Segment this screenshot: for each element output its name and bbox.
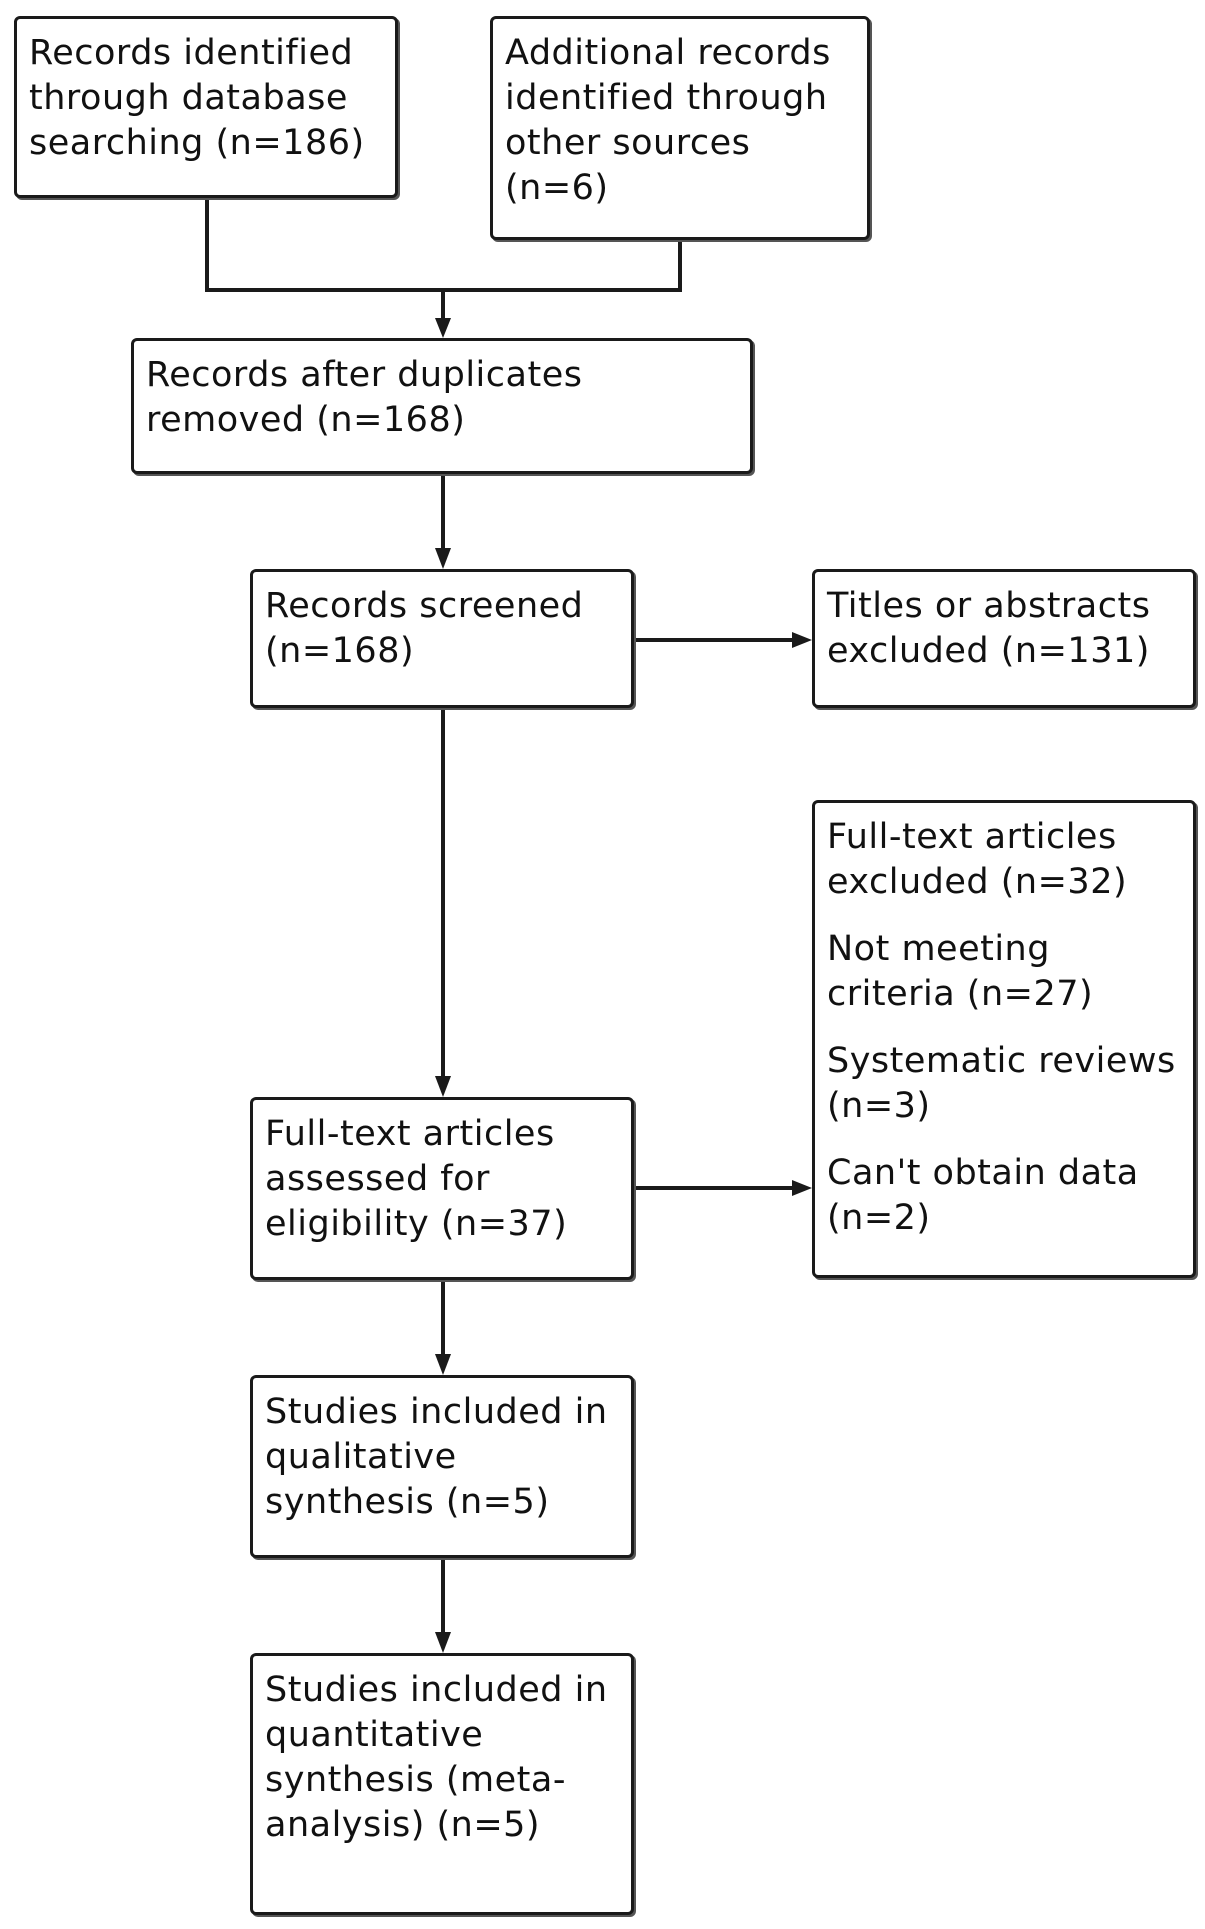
titles-abstracts-excluded-box: Titles or abstracts excluded (n=131) bbox=[812, 569, 1196, 708]
qualitative-synthesis-box: Studies included in qualitative synthesi… bbox=[250, 1375, 634, 1558]
fulltext-assessed-text: Full-text articles assessed for eligibil… bbox=[265, 1114, 568, 1244]
exclusion-reason-cant-obtain-data: Can't obtain data (n=2) bbox=[827, 1153, 1139, 1238]
additional-records-text: Additional records identified through ot… bbox=[505, 33, 831, 208]
arrowhead-to-fulltext-excluded bbox=[792, 1180, 812, 1196]
fulltext-excluded-box: Full-text articles excluded (n=32) Not m… bbox=[812, 800, 1196, 1278]
records-identified-database-box: Records identified through database sear… bbox=[14, 16, 398, 198]
records-after-duplicates-box: Records after duplicates removed (n=168) bbox=[131, 338, 753, 474]
arrowhead-to-excluded bbox=[792, 632, 812, 648]
arrowhead-to-fulltext bbox=[435, 1076, 451, 1097]
records-after-duplicates-text: Records after duplicates removed (n=168) bbox=[146, 355, 583, 440]
exclusion-reason-systematic-reviews: Systematic reviews (n=3) bbox=[827, 1041, 1176, 1126]
qualitative-synthesis-text: Studies included in qualitative synthesi… bbox=[265, 1392, 608, 1522]
arrowhead-to-qualitative bbox=[435, 1354, 451, 1375]
quantitative-synthesis-text: Studies included in quantitative synthes… bbox=[265, 1670, 608, 1845]
records-screened-box: Records screened (n=168) bbox=[250, 569, 634, 708]
quantitative-synthesis-box: Studies included in quantitative synthes… bbox=[250, 1653, 634, 1915]
records-identified-database-text: Records identified through database sear… bbox=[29, 33, 365, 163]
titles-abstracts-excluded-text: Titles or abstracts excluded (n=131) bbox=[827, 586, 1151, 671]
arrowhead-to-quantitative bbox=[435, 1632, 451, 1653]
arrowhead-to-after-duplicates bbox=[435, 318, 451, 338]
records-screened-text: Records screened (n=168) bbox=[265, 586, 584, 671]
exclusion-reason-not-meeting-criteria: Not meeting criteria (n=27) bbox=[827, 929, 1094, 1014]
arrowhead-to-screened bbox=[435, 548, 451, 569]
fulltext-excluded-heading: Full-text articles excluded (n=32) bbox=[827, 817, 1128, 902]
additional-records-box: Additional records identified through ot… bbox=[490, 16, 870, 240]
fulltext-assessed-box: Full-text articles assessed for eligibil… bbox=[250, 1097, 634, 1280]
